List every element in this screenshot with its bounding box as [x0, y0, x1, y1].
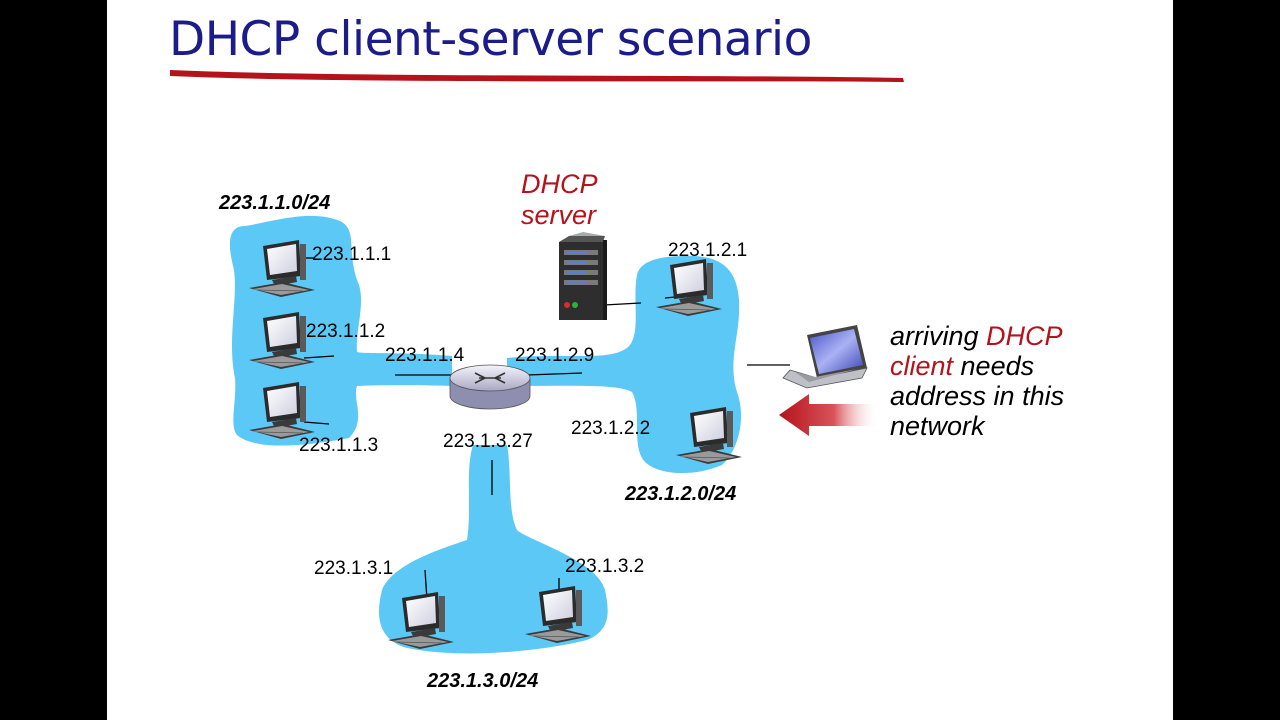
host-address-label: 223.1.1.2 [306, 321, 385, 342]
router-icon [449, 364, 531, 410]
client-note-line: client needs [890, 351, 1034, 381]
slide-title: DHCP client-server scenario [169, 12, 812, 67]
dhcp-server-label: DHCP [521, 169, 598, 199]
client-note-line: arriving DHCP [890, 321, 1063, 351]
host-address-label: 223.1.1.3 [299, 435, 378, 456]
arrow-left-icon [779, 394, 879, 436]
router-interface-label: 223.1.1.4 [385, 345, 465, 366]
subnet-label: 223.1.1.0/24 [218, 192, 330, 214]
dhcp-server-label: server [521, 200, 597, 230]
server-tower-icon [559, 232, 607, 320]
network-diagram: 223.1.1.0/24 223.1.2.0/24 223.1.3.0/24 2… [170, 70, 1064, 692]
host-address-label: 223.1.1.1 [312, 244, 391, 265]
slide: DHCP client-server scenario [107, 0, 1173, 720]
client-note-line: network [890, 411, 986, 441]
subnet-label: 223.1.3.0/24 [426, 670, 538, 692]
laptop-icon [782, 325, 868, 389]
host-address-label: 223.1.3.1 [314, 558, 393, 579]
host-address-label: 223.1.2.2 [571, 418, 650, 439]
title-underline [170, 70, 904, 82]
host-address-label: 223.1.2.1 [668, 240, 747, 261]
host-address-label: 223.1.3.2 [565, 556, 644, 577]
router-interface-label: 223.1.2.9 [515, 345, 594, 366]
subnet-label: 223.1.2.0/24 [624, 483, 736, 505]
client-note-line: address in this [890, 381, 1064, 411]
router-interface-label: 223.1.3.27 [443, 431, 533, 452]
